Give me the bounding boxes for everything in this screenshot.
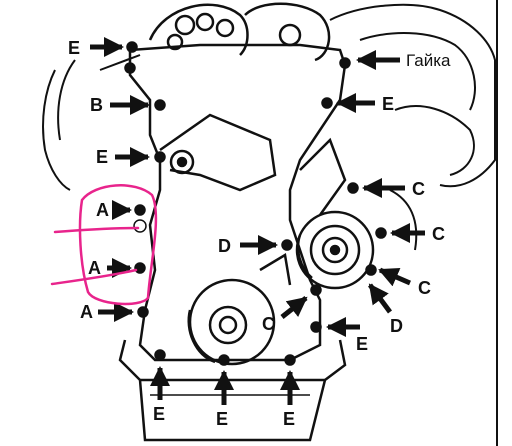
label-e-bottom-1: E bbox=[153, 404, 165, 424]
highlight-annotation bbox=[50, 184, 158, 306]
bolts bbox=[124, 41, 387, 366]
crankshaft-pulley bbox=[187, 278, 276, 366]
tensioner-pulley bbox=[169, 149, 195, 175]
label-e-bottom-2: E bbox=[216, 409, 228, 429]
label-d-lower: D bbox=[390, 316, 403, 336]
label-e-bottom-3: E bbox=[283, 409, 295, 429]
arrows bbox=[90, 37, 425, 405]
label-e-right-lower: E bbox=[356, 334, 368, 354]
label-d-mid: D bbox=[218, 236, 231, 256]
water-pump-pulley bbox=[295, 210, 375, 290]
label-e-right-upper: E bbox=[382, 94, 394, 114]
labels: E Гайка B E E C A D C A C A C D E E E E bbox=[68, 38, 451, 429]
label-b: B bbox=[90, 95, 103, 115]
label-e-top-left: E bbox=[68, 38, 80, 58]
label-a-middle: A bbox=[88, 258, 101, 278]
label-a-upper: A bbox=[96, 200, 109, 220]
timing-cover bbox=[128, 43, 347, 362]
label-c-right-3: C bbox=[418, 278, 431, 298]
camshaft-pulley bbox=[148, 2, 331, 62]
label-c-center: C bbox=[262, 314, 275, 334]
pointer-line-lower bbox=[50, 268, 138, 286]
label-e-left-mid: E bbox=[96, 147, 108, 167]
label-c-right-2: C bbox=[432, 224, 445, 244]
circle-mark bbox=[78, 184, 158, 306]
pointer-line-upper bbox=[53, 226, 140, 234]
label-a-lower: A bbox=[80, 302, 93, 322]
label-nut: Гайка bbox=[406, 51, 451, 70]
oil-pan bbox=[118, 339, 347, 442]
engine-background-outline bbox=[42, 3, 496, 251]
label-c-right-1: C bbox=[412, 179, 425, 199]
